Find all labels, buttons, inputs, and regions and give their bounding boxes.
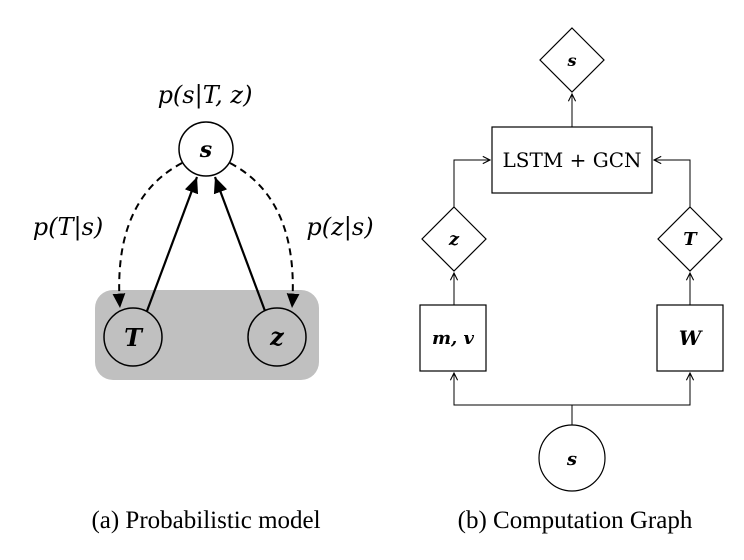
node-s [178, 121, 234, 177]
edge-T-to-s [145, 176, 199, 312]
node-T-label: T [124, 323, 144, 352]
node-s-label: s [199, 137, 212, 163]
node-s-output-label: s [566, 51, 576, 70]
node-lstm-gcn-label: LSTM + GCN [502, 148, 641, 172]
node-lstm-gcn [491, 126, 653, 194]
caption-a: (a) Probabilistic model [91, 507, 320, 534]
node-z [247, 307, 307, 367]
edge-s-to-z-dashed [229, 162, 300, 309]
node-T-diamond-label: T [683, 229, 698, 250]
caption-b: (b) Computation Graph [458, 507, 693, 534]
node-m-v [419, 304, 487, 372]
edge-s-to-W [572, 373, 690, 406]
edge-T-to-lstm [654, 160, 691, 207]
node-z-diamond [421, 206, 487, 272]
edge-s-to-mv [454, 373, 572, 406]
node-T [103, 307, 163, 367]
label-p-z-given-s: p(z|s) [306, 213, 373, 242]
node-z-diamond-label: z [448, 229, 460, 250]
node-s-output [539, 27, 605, 93]
node-m-v-label: m, v [432, 328, 475, 349]
node-z-label: z [269, 322, 285, 351]
label-p-s-given-T-z: p(s|T, z) [158, 81, 253, 110]
edge-s-to-T-dashed [112, 162, 183, 309]
panel-a: p(s|T, z) s T z p(T|s) p(z|s) (a) Probab… [33, 81, 374, 534]
edge-z-to-s [213, 176, 267, 312]
node-W-label: W [679, 326, 704, 350]
node-W [656, 304, 724, 372]
panel-b: s LSTM + GCN z T m, v W s [419, 27, 724, 534]
node-T-diamond [657, 206, 723, 272]
label-p-T-given-s: p(T|s) [33, 213, 104, 242]
node-s-input-label: s [566, 449, 577, 470]
edge-z-to-lstm [453, 160, 490, 207]
